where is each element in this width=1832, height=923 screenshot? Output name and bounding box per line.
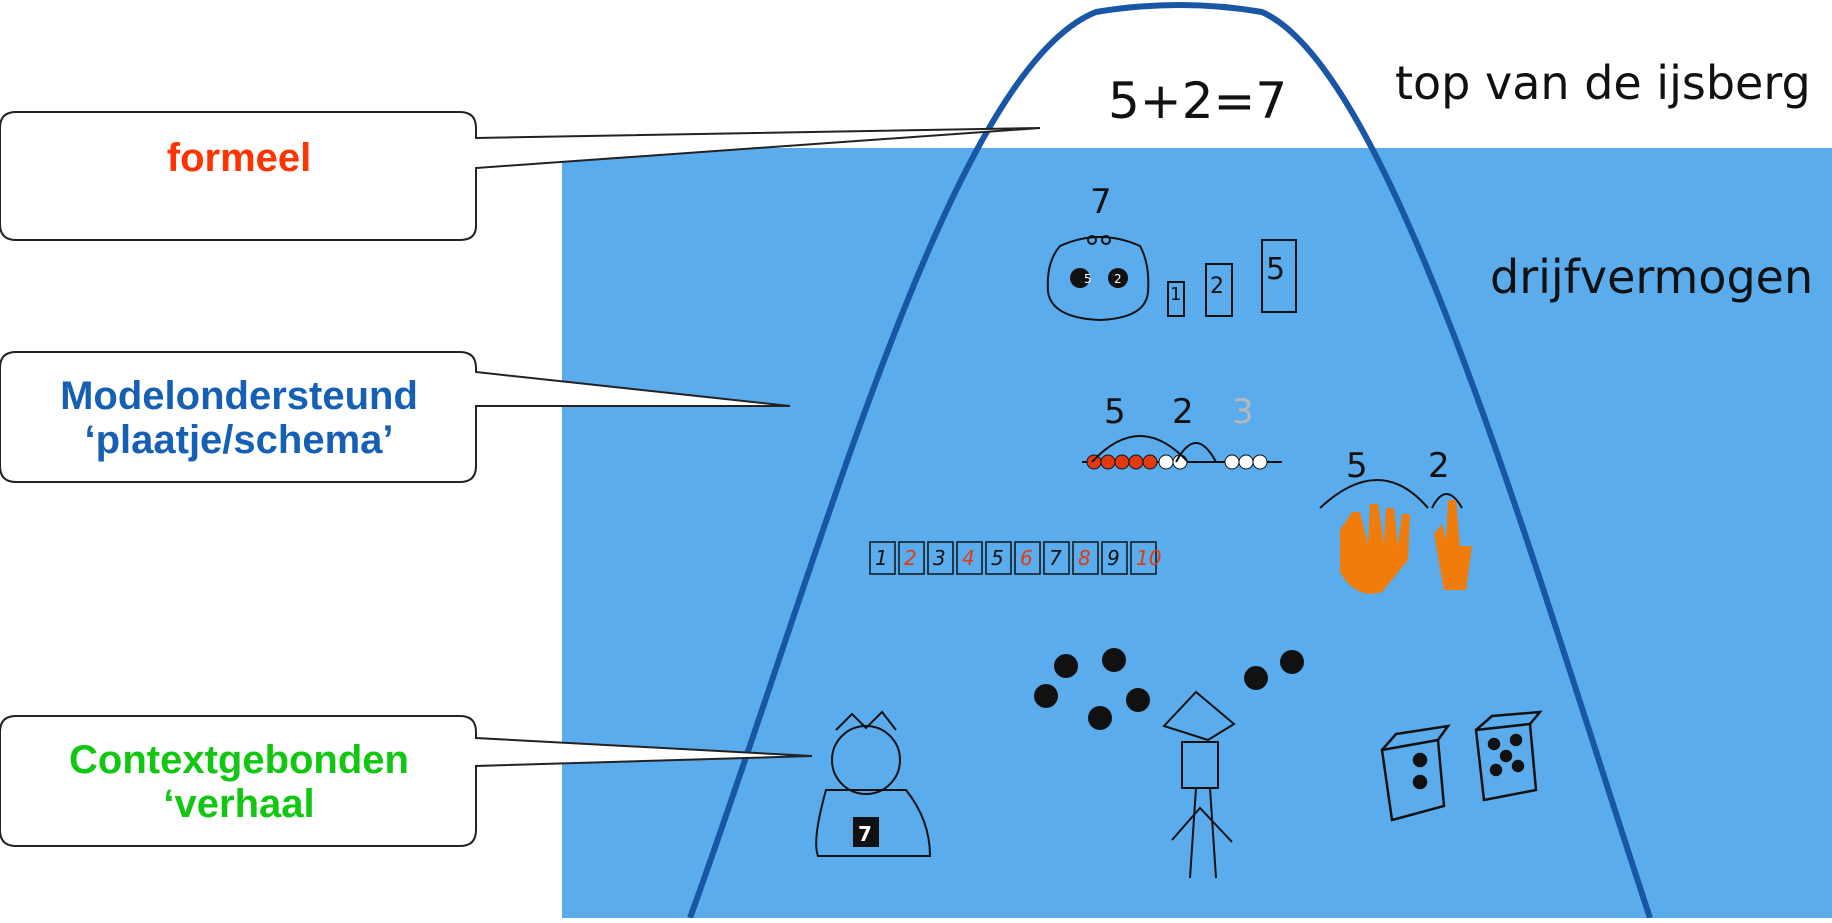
dice-icon — [1380, 710, 1543, 822]
hand-number-5: 5 — [1346, 446, 1368, 486]
bead — [1086, 454, 1102, 470]
bead-string — [1082, 435, 1282, 470]
bead — [1172, 454, 1188, 470]
number-strip-label: 1 — [875, 546, 888, 570]
girl-card-number: 7 — [858, 822, 872, 846]
bead — [1142, 454, 1158, 470]
number-strip-box — [1101, 541, 1128, 575]
number-strip-box — [1130, 541, 1157, 575]
birds-icon — [1034, 648, 1304, 730]
hands-icon — [1319, 479, 1472, 594]
number-strip-label: 8 — [1078, 546, 1091, 570]
purse-number: 7 — [1090, 182, 1112, 222]
bead — [1238, 454, 1254, 470]
buoyancy-label: drijfvermogen — [1490, 250, 1814, 304]
birdhouse-icon — [1162, 690, 1236, 879]
weight-1: 1 — [1170, 284, 1182, 305]
number-strip-box — [898, 541, 925, 575]
label-model-line2: ‘plaatje/schema’ — [84, 418, 394, 462]
callout-formal — [0, 111, 1041, 241]
purse-icon — [1046, 235, 1150, 322]
number-strip-box — [956, 541, 983, 575]
label-model-line1: Modelondersteund — [60, 374, 418, 418]
bead-number-5: 5 — [1104, 392, 1126, 432]
label-formal: formeel — [0, 136, 478, 180]
bead — [1114, 454, 1130, 470]
number-strip-box — [869, 541, 896, 575]
label-context-line1: Contextgebonden — [69, 738, 409, 782]
number-strip-box — [1072, 541, 1099, 575]
callout-model — [0, 351, 791, 483]
number-strip-label: 7 — [1049, 546, 1062, 570]
number-strip-label: 6 — [1020, 546, 1033, 570]
bead-number-2: 2 — [1172, 392, 1194, 432]
purse-coin-2: 2 — [1114, 272, 1122, 286]
number-strip-label: 4 — [962, 546, 975, 570]
number-strip-box — [985, 541, 1012, 575]
hand-number-2: 2 — [1428, 446, 1450, 486]
bead — [1224, 454, 1240, 470]
number-strip-label: 5 — [991, 546, 1004, 570]
label-formal-text: formeel — [166, 136, 312, 180]
girl-figure — [815, 710, 932, 857]
bead-number-3: 3 — [1232, 392, 1254, 432]
label-model: Modelondersteund ‘plaatje/schema’ — [0, 374, 478, 462]
bead — [1100, 454, 1116, 470]
callout-context — [0, 715, 813, 847]
weights-icon — [1167, 239, 1297, 317]
purse-coin-1: 5 — [1084, 272, 1092, 286]
label-context-line2: ‘verhaal — [163, 782, 315, 826]
weight-2: 2 — [1210, 274, 1224, 299]
weight-5: 5 — [1266, 252, 1286, 287]
iceberg-outline — [687, 2, 1653, 920]
formula: 5+2=7 — [1108, 72, 1288, 130]
number-strip-label: 3 — [933, 546, 946, 570]
label-context: Contextgebonden ‘verhaal — [0, 738, 478, 826]
water-area — [562, 148, 1832, 918]
bead — [1252, 454, 1268, 470]
bead — [1128, 454, 1144, 470]
tip-label: top van de ijsberg — [1395, 56, 1811, 110]
number-strip-label: 2 — [904, 546, 917, 570]
number-strip — [869, 541, 1157, 575]
number-strip-box — [1043, 541, 1070, 575]
number-strip-label: 10 — [1136, 546, 1162, 570]
number-strip-label: 9 — [1107, 546, 1120, 570]
number-strip-box — [927, 541, 954, 575]
number-strip-box — [1014, 541, 1041, 575]
bead — [1158, 454, 1174, 470]
